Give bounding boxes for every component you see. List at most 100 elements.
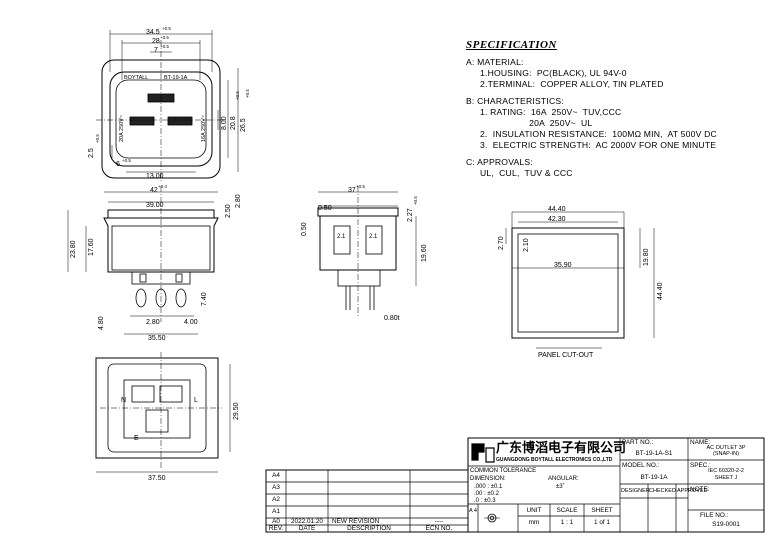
svg-text:+0.5: +0.5 bbox=[235, 91, 240, 100]
dim-side-17-6: 17.60 bbox=[88, 238, 95, 256]
company-name-cn: 广东博滔电子有限公司 bbox=[496, 440, 627, 455]
part-no-label: PART NO.: bbox=[622, 439, 654, 446]
name-value-1: AC OUTLET 3P bbox=[706, 445, 746, 451]
approved-label: APPROVED bbox=[677, 488, 708, 494]
date-header: DATE bbox=[298, 525, 316, 532]
end-tab-2: 2.1 bbox=[369, 234, 378, 240]
front-right-rating: 16A 250V~ bbox=[201, 115, 207, 142]
dim-cut-2-70: 2.70 bbox=[498, 236, 505, 250]
dim-end-2-27: 2.27 bbox=[407, 208, 414, 222]
svg-text:+0.5: +0.5 bbox=[160, 44, 169, 49]
dim-bottom-37-5: 37.50 bbox=[148, 475, 166, 482]
dim-front-6: 6 bbox=[116, 161, 120, 168]
rev-a0-ecn: ---- bbox=[434, 518, 444, 525]
rev-a0-date: 2022.01.20 bbox=[291, 518, 323, 525]
spec-c-1: UL, CUL, TUV & CCC bbox=[480, 168, 573, 178]
dim-cut-2-10: 2.10 bbox=[523, 238, 530, 252]
end-view bbox=[317, 186, 417, 316]
rev-a0-desc: NEW REVISION bbox=[332, 518, 380, 525]
bottom-e-label: E bbox=[134, 435, 139, 442]
svg-text:+0.5: +0.5 bbox=[413, 196, 418, 205]
svg-text:+0.5: +0.5 bbox=[356, 184, 365, 189]
designer-label: DESIGNER bbox=[621, 488, 650, 494]
dim-side-2-5: 2.50 bbox=[225, 204, 232, 218]
dim-front-26-5: 26.5 bbox=[240, 118, 247, 132]
spec-label: SPEC.: bbox=[690, 462, 711, 469]
ecn-header: ECN NO. bbox=[425, 525, 453, 532]
spec-title: SPECIFICATION bbox=[466, 39, 557, 51]
front-left-rating: 20A 250V~ bbox=[119, 115, 125, 142]
svg-text:+0.5: +0.5 bbox=[160, 35, 169, 40]
spec-value-2: SHEET J bbox=[714, 475, 738, 481]
spec-sec-a-heading: A: MATERIAL: bbox=[466, 57, 524, 67]
unit-value: mm bbox=[528, 519, 540, 526]
sheet-value: 1 of 1 bbox=[594, 519, 610, 526]
tol-angular-value: ±3˚ bbox=[556, 484, 565, 490]
part-no-value: BT-19-1A-S1 bbox=[635, 450, 673, 457]
specification-panel: SPECIFICATION A: MATERIAL: 1.HOUSING: PC… bbox=[466, 40, 766, 179]
dim-end-0-8t: 0.80t bbox=[384, 315, 400, 322]
title-block-frame bbox=[265, 437, 765, 533]
bottom-n-label: N bbox=[121, 397, 126, 404]
dim-front-8: 8.00 bbox=[221, 116, 228, 130]
spec-b-1b: 20A 250V~ UL bbox=[480, 118, 593, 128]
dim-cut-19-80: 19.80 bbox=[643, 248, 650, 266]
model-no-value: BT-19-1A bbox=[640, 474, 668, 481]
dim-cut-44-40: 44.40 bbox=[548, 206, 566, 213]
company-name-en: GUANGDONG BOYTALL ELECTRONICS CO.,LTD bbox=[496, 457, 613, 463]
checked-label: CHECKED bbox=[649, 488, 676, 494]
dim-side-35-5: 35.50 bbox=[148, 335, 166, 342]
tol-title: COMMON TOLERANCE bbox=[470, 468, 537, 474]
dim-side-2-8b: 2.80 bbox=[146, 319, 160, 326]
dim-side-2-8: 2.80 bbox=[235, 194, 242, 208]
dim-side-4: 4.00 bbox=[184, 319, 198, 326]
side-view bbox=[67, 186, 219, 335]
scale-value: 1 : 1 bbox=[560, 519, 574, 526]
tol-angular: ANGULAR: bbox=[548, 476, 579, 482]
panel-cutout-drawing bbox=[505, 211, 655, 339]
front-model: BT-19-1A bbox=[164, 75, 188, 81]
bottom-l-label: L bbox=[194, 397, 198, 404]
svg-text:+0.5: +0.5 bbox=[245, 89, 250, 98]
rev-header: REV. bbox=[268, 525, 284, 532]
dim-front-7: 7 bbox=[154, 47, 158, 54]
dim-end-37: 37 bbox=[348, 187, 356, 194]
tol-row-1: .000 : ±0.1 bbox=[474, 484, 503, 490]
dim-front-34-5: 34.5 bbox=[146, 29, 160, 36]
spec-value-1: IEC 60320-2-2 bbox=[708, 468, 744, 474]
model-no-label: MODEL NO.: bbox=[622, 462, 660, 469]
front-brand: BOYTALL bbox=[124, 75, 148, 81]
dim-cut-35-90: 35.90 bbox=[554, 262, 572, 269]
dim-bottom-29-5: 29.50 bbox=[233, 402, 240, 420]
dim-cut-44-40b: 44.40 bbox=[657, 282, 664, 300]
svg-text:+0.4: +0.4 bbox=[158, 184, 167, 189]
rev-row-a4: A4 bbox=[272, 472, 280, 479]
sheet-label: SHEET bbox=[591, 507, 613, 514]
tol-dimension: DIMENSION: bbox=[470, 476, 506, 482]
dim-front-2-5: 2.5 bbox=[88, 148, 95, 158]
dim-side-42: 42 bbox=[150, 187, 158, 194]
unit-label: UNIT bbox=[526, 507, 542, 514]
bottom-view bbox=[95, 352, 231, 473]
dim-cut-42-30: 42.30 bbox=[548, 216, 566, 223]
description-header: DESCRIPTION bbox=[347, 525, 391, 532]
rev-row-a1: A1 bbox=[272, 508, 280, 515]
dim-end-0-5b: 0.50 bbox=[301, 222, 308, 236]
company-logo bbox=[471, 443, 495, 463]
sheet-size: A 4 bbox=[469, 508, 477, 514]
scale-label: SCALE bbox=[556, 507, 578, 514]
note-label: NOTE: bbox=[690, 486, 710, 493]
tol-row-2: .00 : ±0.2 bbox=[474, 491, 499, 497]
name-value-2: (SNAP-IN) bbox=[713, 451, 739, 457]
spec-a-1: 1.HOUSING: PC(BLACK), UL 94V-0 bbox=[480, 68, 627, 78]
svg-text:+0.5: +0.5 bbox=[122, 158, 131, 163]
spec-sec-c-heading: C: APPROVALS: bbox=[466, 157, 533, 167]
end-tab-1: 2.1 bbox=[337, 234, 346, 240]
svg-text:+0.5: +0.5 bbox=[162, 26, 171, 31]
file-no-label: FILE NO.: bbox=[700, 512, 729, 519]
spec-b-1: 1. RATING: 16A 250V~ TUV,CCC bbox=[480, 107, 622, 117]
panel-cutout-label: PANEL CUT-OUT bbox=[538, 352, 594, 359]
dim-side-4-8: 4.80 bbox=[98, 316, 105, 330]
